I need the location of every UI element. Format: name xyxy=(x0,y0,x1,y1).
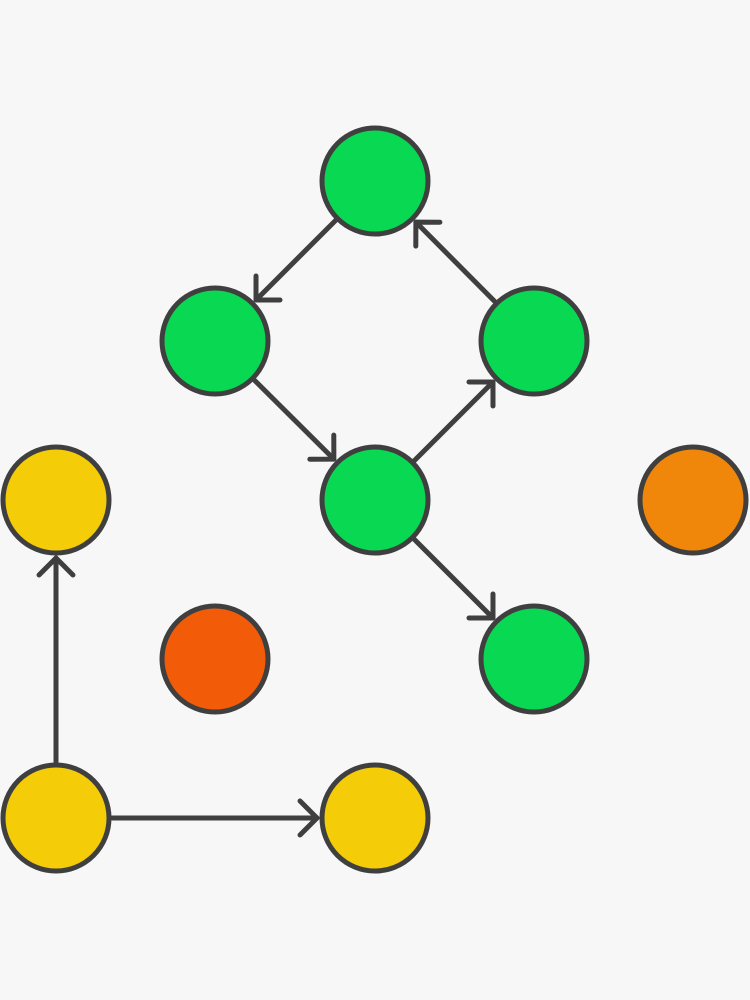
nodes-layer xyxy=(0,125,749,874)
arrowhead xyxy=(466,591,496,621)
edge-line xyxy=(253,218,338,303)
edge-g-center-to-g-right xyxy=(412,379,496,463)
arrowhead xyxy=(466,379,496,409)
node-r-middle xyxy=(159,603,271,715)
edge-g-top-to-g-left xyxy=(253,218,338,303)
node-y-top xyxy=(0,444,112,556)
edge-y-bottom-left-to-y-top xyxy=(36,555,76,765)
node-y-bottom-left xyxy=(0,762,112,874)
node-g-top xyxy=(319,125,431,237)
edges-layer xyxy=(36,218,498,838)
node-g-bottom xyxy=(478,603,590,715)
arrowhead xyxy=(36,555,76,578)
node-y-bottom-right xyxy=(319,762,431,874)
edge-line xyxy=(252,377,337,462)
arrowhead xyxy=(413,219,443,249)
arrowhead xyxy=(297,798,320,838)
node-g-right xyxy=(478,285,590,397)
node-g-center xyxy=(319,444,431,556)
arrowhead xyxy=(307,432,337,462)
node-g-left xyxy=(159,285,271,397)
edge-line xyxy=(412,537,496,621)
edge-line xyxy=(412,379,496,463)
edge-g-left-to-g-center xyxy=(252,377,337,462)
edge-y-bottom-left-to-y-bottom-right xyxy=(109,798,320,838)
edge-g-right-to-g-top xyxy=(413,219,498,304)
arrowhead xyxy=(253,273,283,303)
node-o-right xyxy=(637,444,749,556)
edge-g-center-to-g-bottom xyxy=(412,537,496,621)
edge-line xyxy=(413,219,498,304)
